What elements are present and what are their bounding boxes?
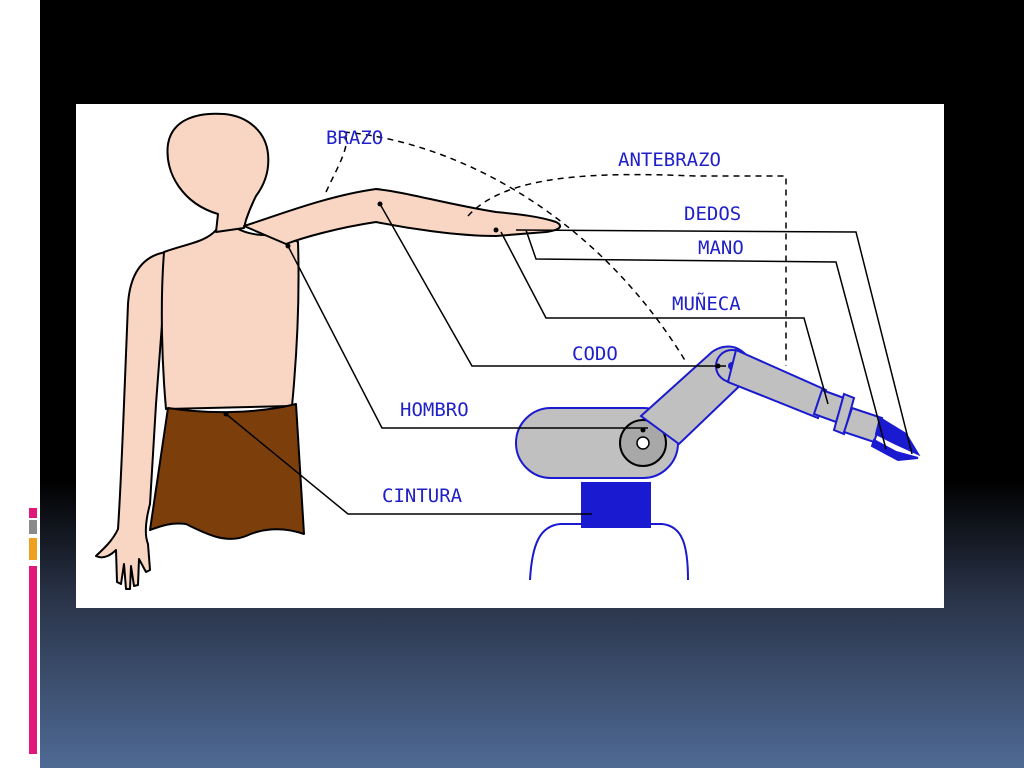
label-brazo: BRAZO bbox=[326, 127, 383, 149]
accent-bar-pink-long bbox=[29, 566, 37, 754]
robot-gripper-fingers bbox=[870, 416, 921, 462]
human-skirt bbox=[149, 403, 305, 540]
robot-waist-column bbox=[581, 482, 651, 528]
robot-base-outline bbox=[529, 523, 689, 581]
label-codo: CODO bbox=[572, 343, 618, 365]
human-right-arm bbox=[243, 188, 562, 245]
human-left-arm bbox=[95, 251, 167, 590]
label-dedos: DEDOS bbox=[684, 203, 741, 225]
label-muneca: MUÑECA bbox=[672, 292, 741, 315]
dashed-guides bbox=[325, 131, 787, 366]
robot-arm bbox=[515, 345, 921, 581]
human-figure bbox=[95, 112, 562, 590]
robot-arm-diagram: BRAZO ANTEBRAZO DEDOS MANO MUÑECA CODO H… bbox=[76, 104, 944, 608]
label-hombro: HOMBRO bbox=[400, 399, 469, 421]
robot-forearm bbox=[726, 348, 828, 420]
accent-bar-orange bbox=[29, 538, 37, 560]
label-mano: MANO bbox=[698, 237, 744, 259]
human-torso bbox=[160, 227, 300, 410]
accent-bar-gray bbox=[29, 520, 37, 534]
human-head bbox=[166, 112, 270, 233]
label-cintura: CINTURA bbox=[382, 485, 463, 507]
accent-bar-pink bbox=[29, 508, 37, 518]
leader-lines bbox=[225, 203, 913, 515]
joint-markers bbox=[223, 201, 721, 433]
label-antebrazo: ANTEBRAZO bbox=[618, 149, 721, 171]
